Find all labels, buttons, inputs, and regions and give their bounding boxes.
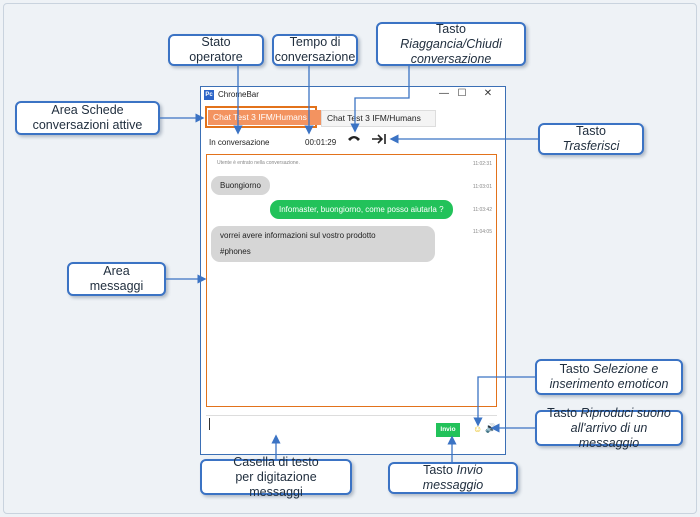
message-line: vorrei avere informazioni sul vostro pro… xyxy=(220,231,376,240)
callout-trasferisci: Tasto Trasferisci xyxy=(538,123,644,155)
callout-text: conversazioni attive xyxy=(32,118,143,132)
callout-riaggancia: Tasto Riaggancia/Chiudi conversazione xyxy=(376,22,526,66)
messages-area[interactable]: Utente è entrato nella conversazione. 11… xyxy=(206,154,497,407)
send-button[interactable]: Invio xyxy=(436,423,460,437)
app-icon: Pc xyxy=(204,90,214,100)
emoji-icon[interactable]: ☺ xyxy=(473,424,483,434)
minimize-button[interactable]: — xyxy=(439,88,449,99)
callout-casella-testo: Casella di testo per digitazione messagg… xyxy=(200,455,352,499)
callout-text: Tasto Riaggancia/Chiudi xyxy=(400,21,502,51)
callout-stato-operatore: Stato operatore xyxy=(168,34,264,66)
speaker-icon[interactable]: 🔊 xyxy=(485,423,497,433)
phone-hangup-icon[interactable] xyxy=(347,132,361,146)
callout-text: Stato operatore xyxy=(189,35,243,64)
system-message: Utente è entrato nella conversazione. xyxy=(217,160,300,166)
callout-text: Tasto Riproduci suono xyxy=(547,405,671,420)
transfer-icon[interactable] xyxy=(371,132,387,147)
callout-emoticon: Tasto Selezione e inserimento emoticon xyxy=(535,359,683,395)
message-input[interactable] xyxy=(206,415,497,434)
callout-text: Tasto Invio messaggio xyxy=(422,463,484,492)
callout-area-messaggi: Area messaggi xyxy=(67,262,166,296)
callout-text: Tasto Selezione e xyxy=(559,362,659,376)
callout-text: conversazione xyxy=(274,50,356,64)
callout-area-schede: Area Schede conversazioni attive xyxy=(15,101,160,135)
callout-tempo: Tempo di conversazione xyxy=(272,34,358,66)
close-button[interactable]: ✕ xyxy=(483,88,493,99)
timestamp: 11:03:01 xyxy=(472,184,492,190)
callout-text: Tempo di xyxy=(289,35,341,49)
maximize-button[interactable]: ☐ xyxy=(457,88,467,99)
window-title: ChromeBar xyxy=(218,90,259,99)
callout-text: Area messaggi xyxy=(89,264,144,293)
callout-suono: Tasto Riproduci suono all'arrivo di un m… xyxy=(535,406,683,450)
tab-chat-inactive[interactable]: Chat Test 3 IFM/Humans xyxy=(321,110,436,127)
callout-text: conversazione xyxy=(410,51,492,66)
callout-text: per digitazione messaggi xyxy=(235,469,317,499)
text-cursor xyxy=(209,418,210,430)
message-outgoing: Infomaster, buongiorno, come posso aiuta… xyxy=(270,200,453,219)
chromebar-window: Pc ChromeBar — ☐ ✕ Chat Test 3 IFM/Human… xyxy=(200,86,506,455)
message-incoming: Buongiorno xyxy=(211,176,270,195)
callout-text: Casella di testo xyxy=(233,454,319,469)
message-line: #phones xyxy=(220,247,251,256)
conversation-timer: 00:01:29 xyxy=(305,138,337,147)
callout-text: all'arrivo di un messaggio xyxy=(570,420,648,450)
tab-chat-active[interactable]: Chat Test 3 IFM/Humans xyxy=(208,110,322,125)
timestamp: 11:04:05 xyxy=(472,229,492,235)
callout-text: inserimento emoticon xyxy=(549,377,669,391)
timestamp: 11:02:31 xyxy=(472,161,492,167)
callout-text: Tasto Trasferisci xyxy=(562,124,620,153)
callout-invio: Tasto Invio messaggio xyxy=(388,462,518,494)
callout-text: Area Schede xyxy=(51,103,124,117)
timestamp: 11:03:42 xyxy=(472,207,492,213)
operator-status: In conversazione xyxy=(209,138,270,147)
title-bar: Pc ChromeBar — ☐ ✕ xyxy=(201,87,505,103)
message-incoming: vorrei avere informazioni sul vostro pro… xyxy=(211,226,435,262)
